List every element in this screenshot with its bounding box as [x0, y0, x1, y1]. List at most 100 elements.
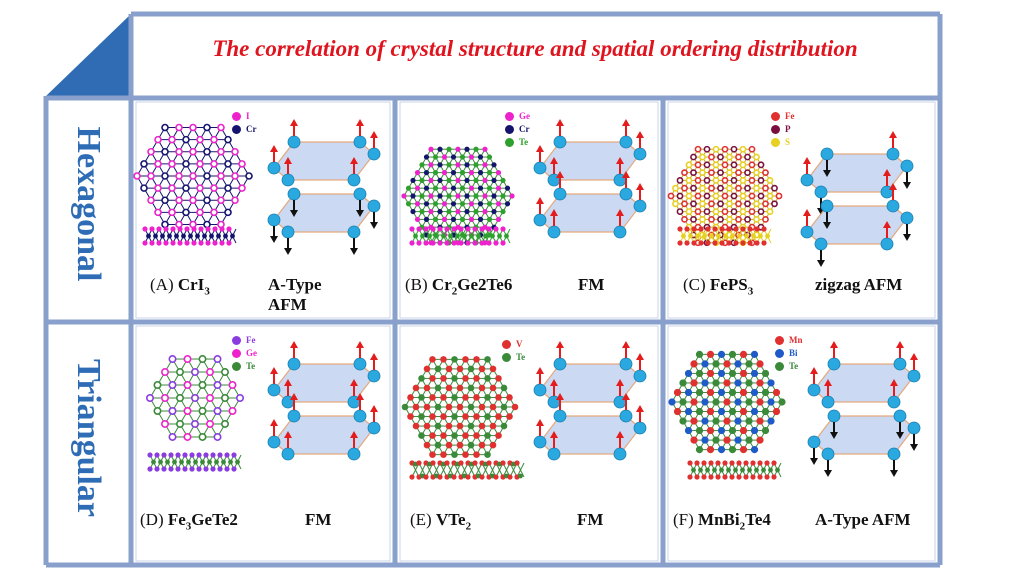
- atom: [459, 185, 466, 191]
- atom: [748, 208, 756, 215]
- atom: [484, 394, 491, 401]
- atom: [212, 226, 218, 232]
- spin-layers: [267, 341, 381, 461]
- atom: [771, 474, 777, 480]
- crystal-lattice: [133, 123, 253, 229]
- atom: [430, 240, 436, 246]
- legend-entry: Te: [502, 351, 525, 364]
- atom: [147, 172, 155, 180]
- atom: [446, 162, 452, 168]
- atom: [757, 161, 765, 169]
- atom: [495, 413, 502, 420]
- atom: [668, 398, 676, 406]
- atom: [753, 215, 760, 223]
- atom: [701, 398, 709, 406]
- atom: [484, 451, 491, 458]
- bond: [495, 462, 504, 478]
- legend-swatch: [232, 336, 241, 345]
- atom: [766, 192, 774, 200]
- spin-up-arrow: [556, 341, 564, 348]
- atom: [729, 460, 735, 466]
- atom: [756, 398, 764, 406]
- cell-border: [399, 325, 659, 562]
- atom: [506, 394, 513, 401]
- atom: [464, 208, 470, 215]
- atom: [698, 240, 704, 246]
- atom: [456, 384, 464, 392]
- atom: [706, 388, 715, 397]
- atom: [450, 170, 457, 176]
- atom: [176, 393, 185, 402]
- atom: [423, 154, 430, 160]
- atom: [712, 226, 718, 232]
- atom: [212, 240, 218, 246]
- magnetic-atom: [821, 447, 835, 461]
- atom: [168, 452, 174, 458]
- atom: [726, 226, 732, 232]
- atom: [726, 200, 733, 208]
- atom: [401, 193, 407, 199]
- atom: [695, 426, 704, 435]
- atom: [191, 393, 200, 402]
- atom: [462, 233, 467, 239]
- atom: [744, 215, 751, 223]
- legend-label: Te: [516, 352, 526, 362]
- atom: [444, 460, 450, 466]
- atom: [754, 226, 760, 232]
- atom: [681, 200, 688, 208]
- legend-swatch: [775, 362, 784, 371]
- atom: [168, 381, 177, 390]
- atom: [221, 459, 226, 465]
- atom: [409, 240, 415, 246]
- spin-down-arrow: [284, 248, 292, 255]
- atom: [721, 192, 729, 200]
- atom: [203, 123, 211, 132]
- atom: [437, 208, 443, 215]
- atom: [491, 177, 497, 184]
- atom: [719, 467, 724, 473]
- atom: [468, 154, 475, 160]
- atom: [723, 417, 731, 425]
- atom: [673, 388, 682, 397]
- atom: [712, 467, 717, 473]
- atom: [721, 161, 729, 169]
- atom: [450, 185, 457, 191]
- spin-up-arrow: [803, 157, 811, 164]
- spin-down-arrow: [903, 182, 911, 189]
- atom: [434, 422, 442, 430]
- atom: [168, 355, 177, 364]
- atom: [418, 394, 425, 401]
- atom: [495, 201, 502, 207]
- atom: [175, 172, 183, 180]
- atom: [703, 145, 711, 153]
- atom: [223, 233, 228, 239]
- atom: [500, 403, 508, 411]
- atom: [462, 375, 469, 382]
- atom: [489, 441, 497, 449]
- atom: [451, 375, 458, 382]
- atom: [745, 398, 753, 406]
- magnetic-order-B: FM: [578, 275, 605, 294]
- atom: [469, 233, 474, 239]
- atom: [477, 216, 484, 222]
- atom: [511, 403, 519, 411]
- atom: [739, 192, 747, 200]
- compound-label-E: (E) VTe2: [410, 510, 471, 532]
- atom: [473, 162, 479, 168]
- compound-label-C: (C) FePS3: [683, 275, 753, 297]
- atom: [210, 184, 218, 192]
- atom: [715, 460, 721, 466]
- atom: [734, 398, 742, 406]
- atom: [210, 208, 218, 217]
- atom: [451, 451, 458, 458]
- atom: [456, 441, 464, 449]
- atom: [739, 369, 748, 378]
- atom: [717, 184, 724, 192]
- atom: [405, 201, 412, 207]
- atom: [450, 216, 457, 222]
- atom: [677, 240, 683, 246]
- atom: [747, 226, 753, 232]
- atom: [744, 200, 751, 208]
- legend-swatch: [771, 125, 780, 134]
